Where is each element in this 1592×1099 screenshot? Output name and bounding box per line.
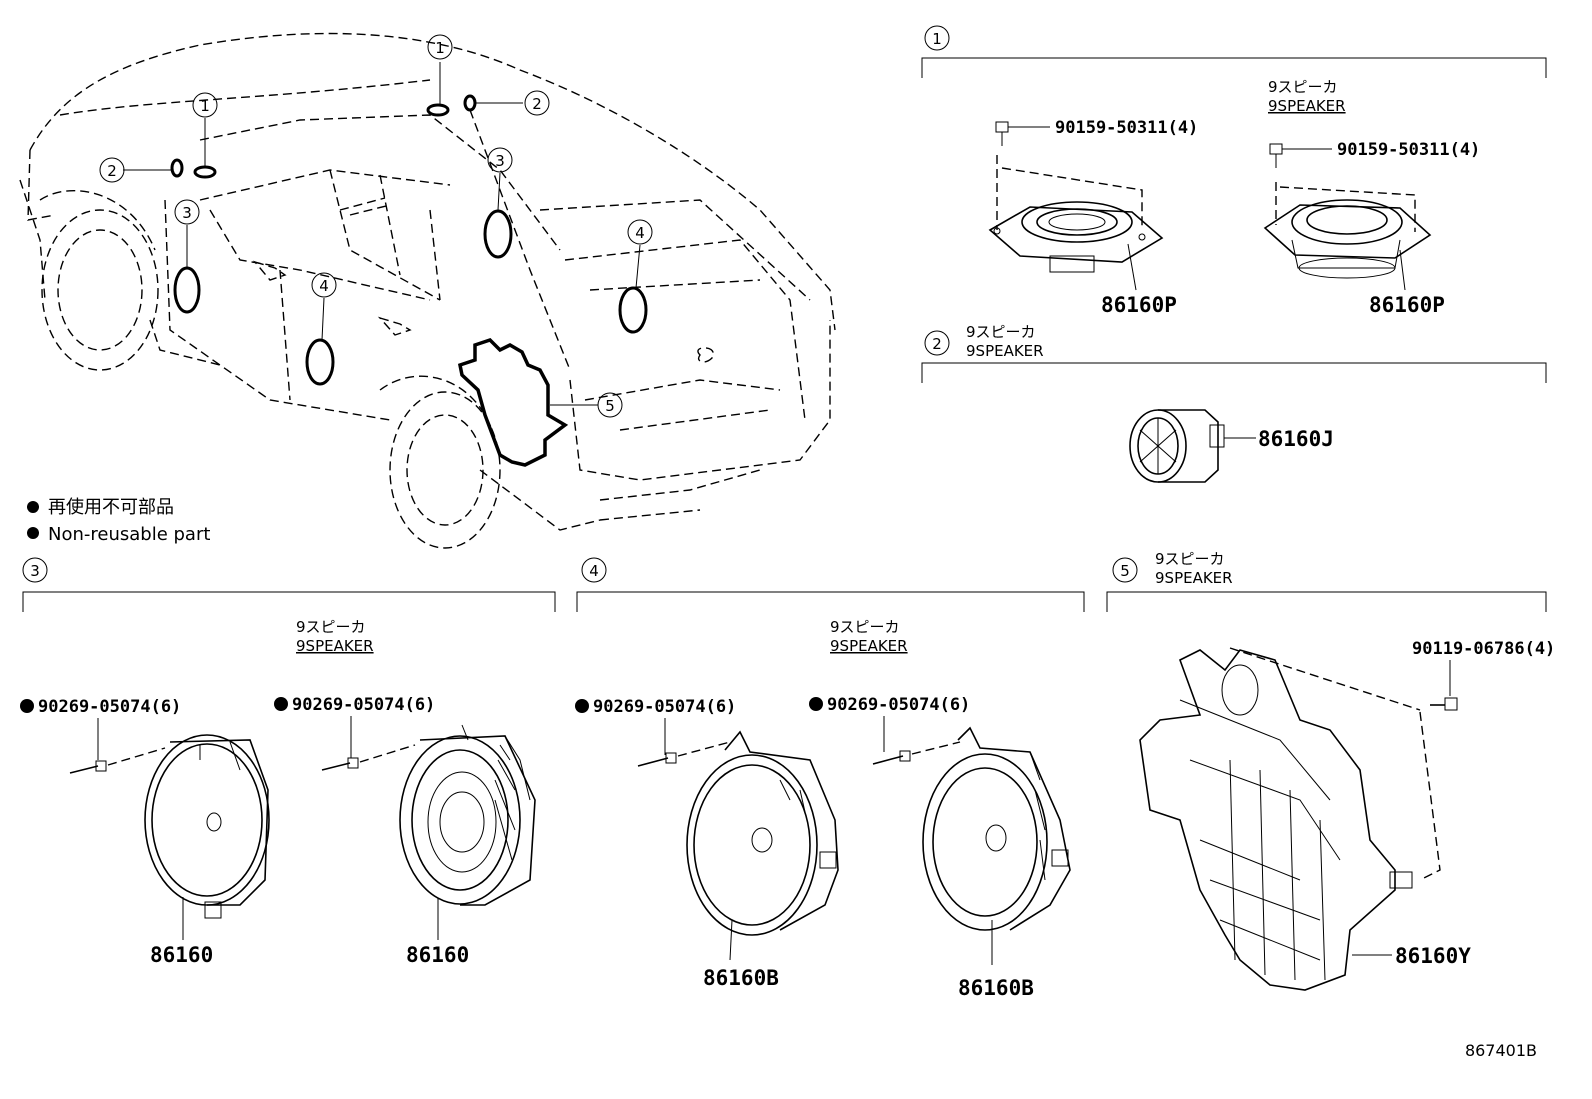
speaker-86160-a — [144, 734, 270, 919]
callout-5a: 5 — [605, 397, 615, 415]
part-86160b-b: 86160B — [958, 976, 1034, 1000]
section-4-name-jp: 9スピーカ — [830, 618, 900, 636]
legend-text-en: Non-reusable part — [48, 524, 210, 545]
bullet-icon — [27, 527, 39, 539]
rivet-icon — [69, 760, 107, 774]
speaker-86160p-a — [988, 201, 1164, 273]
vehicle-illustration — [19, 32, 836, 549]
speaker-86160b-a — [686, 730, 839, 936]
section-1: 1 9スピーカ 9SPEAKER 90159-50311(4) 86160P — [921, 25, 1547, 317]
section-1-name-jp: 9スピーカ — [1268, 78, 1338, 96]
non-reusable-bullet-icon — [274, 697, 288, 711]
vehicle-callouts: 1 2 3 4 1 2 3 4 5 — [99, 34, 653, 418]
non-reusable-bullet-icon — [575, 699, 589, 713]
section-2-number: 2 — [932, 335, 942, 353]
part-86160p-b: 86160P — [1369, 293, 1445, 317]
section-4-name-en: 9SPEAKER — [830, 637, 908, 655]
callout-4b: 4 — [635, 224, 645, 242]
part-86160-b: 86160 — [406, 943, 469, 967]
section-5: 5 9スピーカ 9SPEAKER 90119-06786(4) 86160Y — [1106, 550, 1555, 991]
speaker-86160p-b — [1263, 199, 1432, 279]
section-1-name-en: 9SPEAKER — [1268, 97, 1346, 115]
callout-2b: 2 — [532, 95, 542, 113]
rivet-icon — [637, 752, 677, 767]
rivet-b-part-number: 90269-05074(6) — [292, 695, 435, 715]
bolt-icon — [995, 121, 1050, 146]
subwoofer-86160y — [1139, 649, 1413, 991]
non-reusable-bullet-icon — [809, 697, 823, 711]
callout-3b: 3 — [495, 152, 505, 170]
section-3-number: 3 — [30, 562, 40, 580]
section-5-name-en: 9SPEAKER — [1155, 569, 1233, 587]
section-1-number: 1 — [932, 30, 942, 48]
part-86160j: 86160J — [1258, 427, 1334, 451]
callout-4a: 4 — [319, 277, 329, 295]
rivet-c-part-number: 90269-05074(6) — [593, 697, 736, 717]
rivet-d-part-number: 90269-05074(6) — [827, 695, 970, 715]
legend-text-jp: 再使用不可部品 — [48, 497, 174, 518]
tweeter-86160j — [1129, 409, 1225, 483]
part-86160b-a: 86160B — [703, 966, 779, 990]
callout-2a: 2 — [107, 162, 117, 180]
section-2-name-jp: 9スピーカ — [966, 323, 1036, 341]
section-3-name-jp: 9スピーカ — [296, 618, 366, 636]
bolt-icon — [1430, 697, 1458, 711]
section-3: 3 9スピーカ 9SPEAKER 90269-05074(6) 86160 90… — [20, 557, 556, 967]
speaker-86160-b — [399, 724, 536, 906]
part-86160y: 86160Y — [1395, 944, 1471, 968]
section-4: 4 9スピーカ 9SPEAKER 90269-05074(6) 86160B 9… — [575, 557, 1085, 1000]
section-5-name-jp: 9スピーカ — [1155, 550, 1225, 568]
non-reusable-bullet-icon — [20, 699, 34, 713]
callout-1b: 1 — [435, 39, 445, 57]
section-5-number: 5 — [1120, 562, 1130, 580]
bolt-b-part-number: 90159-50311(4) — [1337, 140, 1480, 160]
part-86160-a: 86160 — [150, 943, 213, 967]
callout-3a: 3 — [182, 204, 192, 222]
section-4-number: 4 — [589, 562, 599, 580]
diagram-id: 867401B — [1465, 1041, 1537, 1060]
section-2-name-en: 9SPEAKER — [966, 342, 1044, 360]
rivet-icon — [872, 750, 911, 765]
section-2: 2 9スピーカ 9SPEAKER 86160J — [921, 323, 1547, 483]
rivet-a-part-number: 90269-05074(6) — [38, 697, 181, 717]
rivet-icon — [321, 757, 359, 771]
callout-1a: 1 — [200, 97, 210, 115]
bolt-icon — [1269, 143, 1332, 168]
bolt-a-part-number: 90159-50311(4) — [1055, 118, 1198, 138]
bullet-icon — [27, 501, 39, 513]
legend: 再使用不可部品 Non-reusable part — [27, 497, 210, 545]
section-3-name-en: 9SPEAKER — [296, 637, 374, 655]
part-86160p-a: 86160P — [1101, 293, 1177, 317]
speaker-86160b-b — [922, 726, 1071, 931]
bolt-c-part-number: 90119-06786(4) — [1412, 639, 1555, 659]
